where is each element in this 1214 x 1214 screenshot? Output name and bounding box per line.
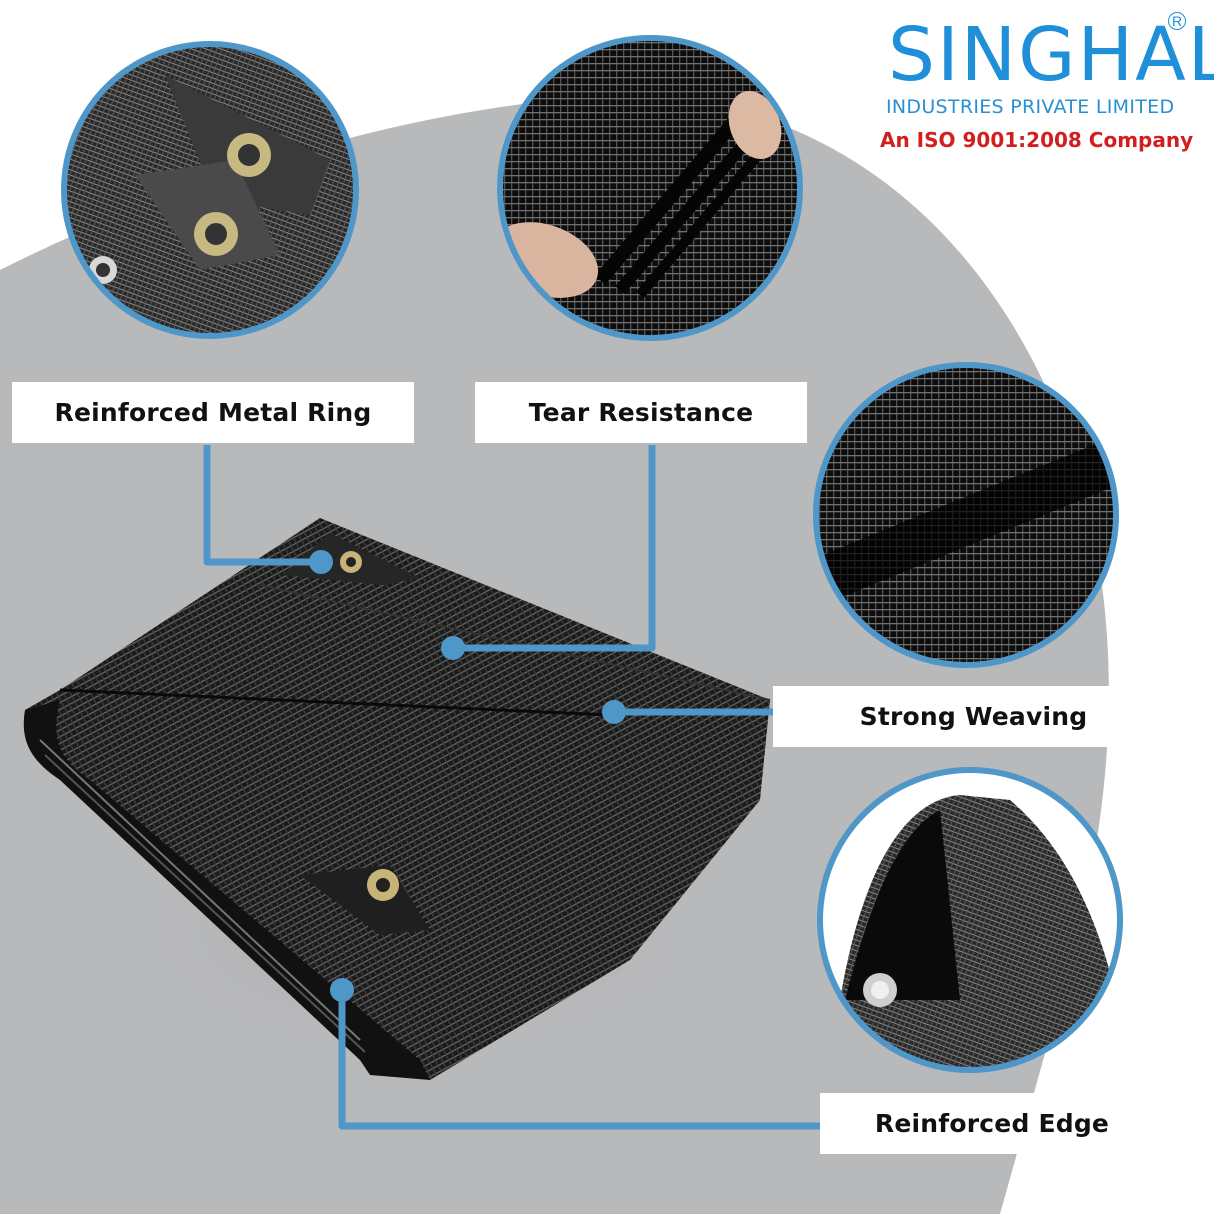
iso-certification-text: An ISO 9001:2008 Company bbox=[880, 128, 1194, 152]
feature-image-tear-resistance bbox=[497, 35, 803, 341]
feature-label-reinforced-edge: Reinforced Edge bbox=[820, 1093, 1214, 1154]
feature-label-text: Reinforced Edge bbox=[874, 1109, 1110, 1138]
feature-label-text: Strong Weaving bbox=[859, 702, 1088, 731]
feature-label-text: Tear Resistance bbox=[528, 398, 754, 427]
feature-label-text: Reinforced Metal Ring bbox=[54, 398, 372, 427]
feature-label-reinforced-metal-ring: Reinforced Metal Ring bbox=[12, 382, 414, 443]
company-logo: SINGHAL R INDUSTRIES PRIVATE LIMITED An … bbox=[880, 12, 1214, 152]
tarp-product-image bbox=[23, 518, 771, 1080]
feature-label-strong-weaving: Strong Weaving bbox=[773, 686, 1214, 747]
logo-subtitle: INDUSTRIES PRIVATE LIMITED bbox=[886, 96, 1175, 118]
logo-brand-name: SINGHAL bbox=[888, 12, 1214, 98]
feature-image-reinforced-edge bbox=[817, 767, 1123, 1073]
registered-mark-icon: R bbox=[1168, 12, 1186, 30]
feature-label-tear-resistance: Tear Resistance bbox=[475, 382, 807, 443]
feature-image-strong-weaving bbox=[813, 362, 1119, 668]
feature-image-reinforced-metal-ring bbox=[61, 41, 359, 339]
connector-lines bbox=[203, 445, 822, 1130]
